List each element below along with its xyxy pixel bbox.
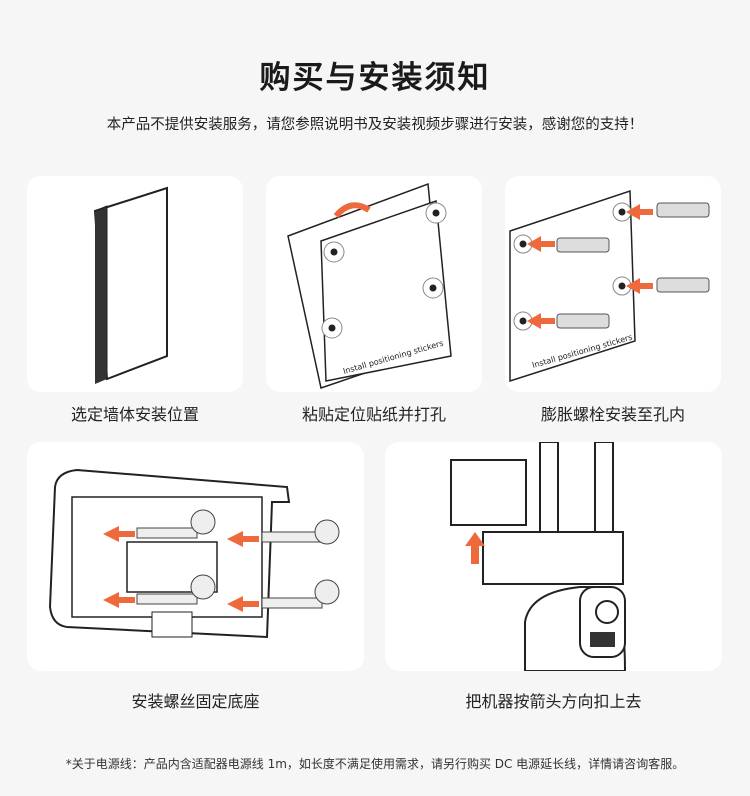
mount-base-screws-illustration (48, 468, 340, 639)
step-2-label: 粘贴定位贴纸并打孔 (301, 405, 446, 424)
step-4-card (27, 442, 364, 671)
step-2-card: Install positioning stickers (266, 176, 482, 392)
step-4-label: 安装螺丝固定底座 (131, 692, 260, 711)
step-3-card: Install positioning stickers (505, 176, 721, 392)
step-1-card (27, 176, 243, 392)
page-subtitle: 本产品不提供安装服务，请您参照说明书及安装视频步骤进行安装，感谢您的支持！ (106, 117, 644, 133)
positioning-sticker-illustration: Install positioning stickers (287, 182, 452, 389)
power-cable-note: *关于电源线：产品内含适配器电源线 1m，如长度不满足使用需求，请另行购买 DC… (65, 757, 685, 771)
step-5-card (385, 442, 722, 671)
step-3-label: 膨胀螺栓安装至孔内 (540, 405, 685, 424)
step-5-label: 把机器按箭头方向扣上去 (465, 692, 642, 711)
wall-panel-illustration (93, 186, 168, 384)
step-1-label: 选定墙体安装位置 (70, 405, 199, 424)
page-title: 购买与安装须知 (259, 60, 491, 96)
expansion-bolt-illustration: Install positioning stickers (509, 189, 710, 383)
attach-camera-illustration (450, 442, 627, 671)
